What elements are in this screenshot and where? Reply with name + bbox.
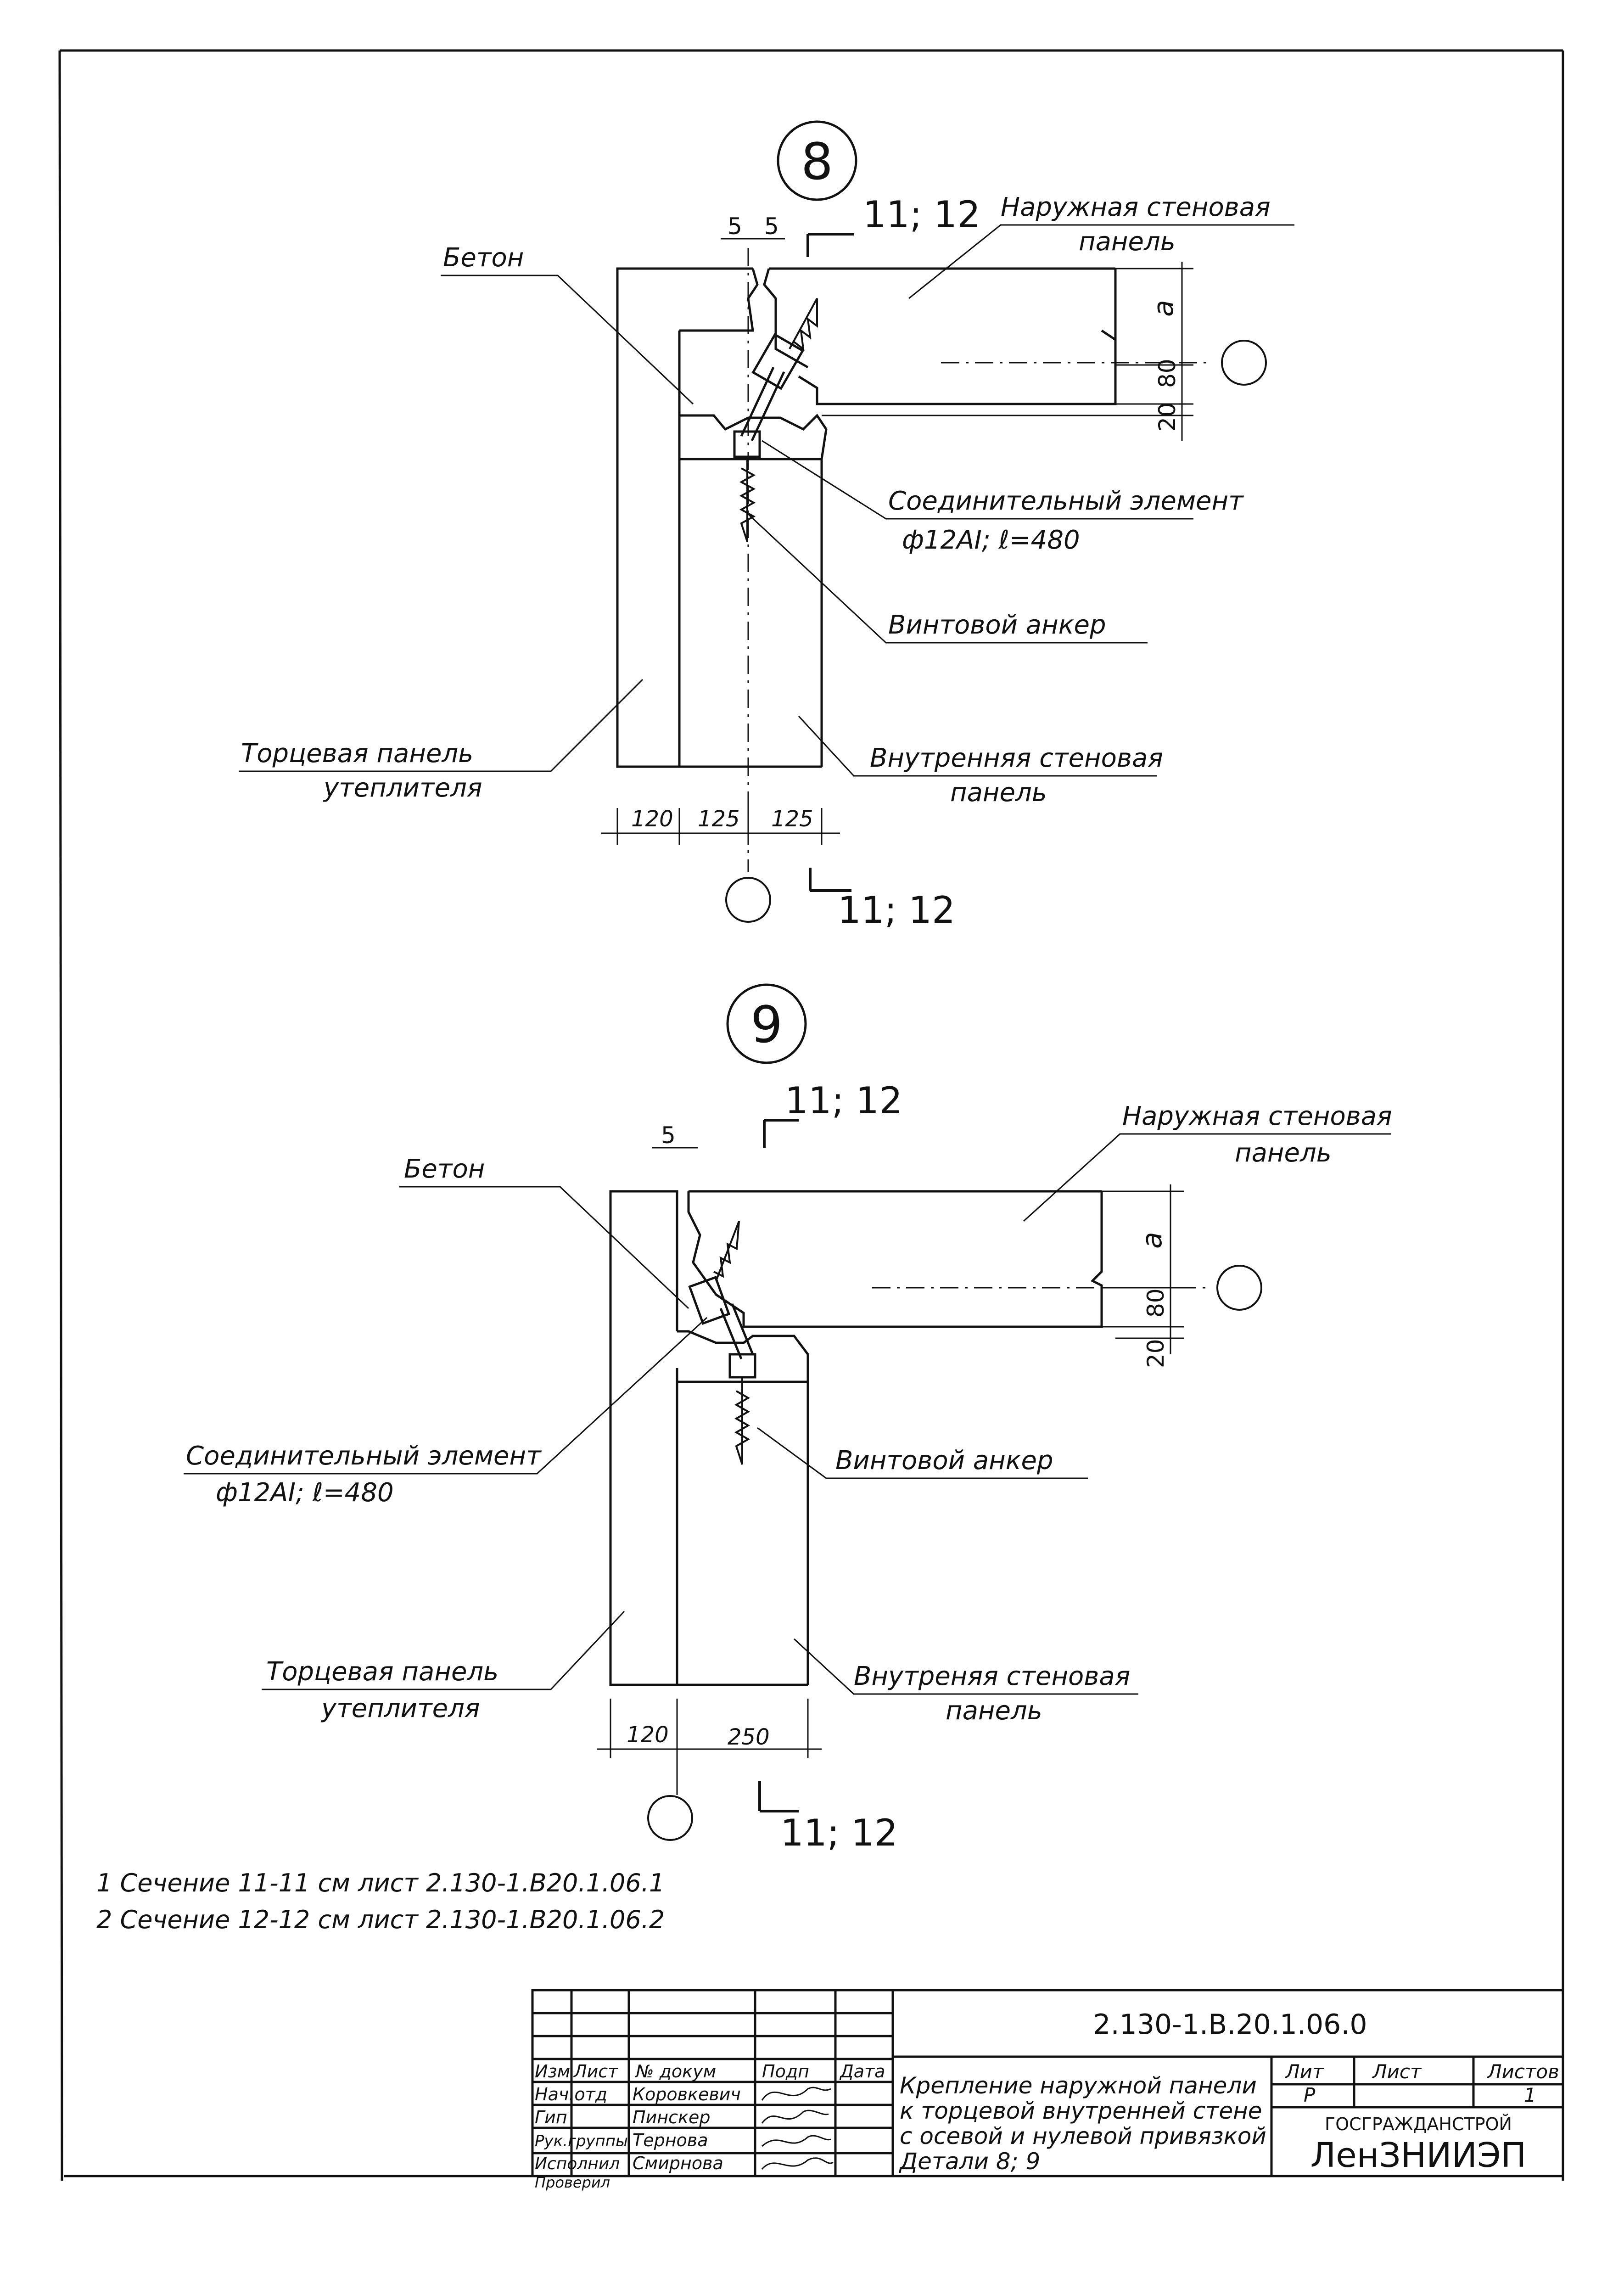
sheet-label: Лист: [1372, 2060, 1422, 2083]
outer-panel-9: [687, 1190, 1103, 1328]
doc-code: 2.130-1.В.20.1.06.0: [1093, 2008, 1367, 2041]
section-label-top: 11; 12: [863, 193, 980, 236]
col-header-sign: Подп: [762, 2061, 809, 2081]
section-mark-bottom: [809, 868, 851, 892]
role-3: Рук.группы: [535, 2132, 628, 2150]
label-concrete-9: Бетон: [404, 1154, 485, 1184]
col-header-date: Дата: [839, 2061, 885, 2081]
label-concrete: Бетон: [443, 243, 524, 273]
section-label-bottom: 11; 12: [838, 889, 955, 931]
label-connector-9-2: ф12АI; ℓ=480: [216, 1478, 394, 1508]
role-5: Проверил: [535, 2174, 610, 2191]
dim-80: 80: [1154, 359, 1181, 388]
role-4: Исполнил: [535, 2154, 620, 2173]
dim-bottom-9: [597, 1699, 822, 1758]
label-inner-panel-9-1: Внутреняя стеновая: [854, 1661, 1130, 1691]
dim-125a: 125: [698, 806, 740, 832]
lit-label: Лит: [1284, 2060, 1324, 2083]
org-1: ГОСГРАЖДАНСТРОЙ: [1325, 2114, 1512, 2134]
col-header-list: Лист: [573, 2061, 619, 2081]
detail-9-marker: [726, 983, 807, 1064]
note-1: 1 Сечение 11-11 см лист 2.130-1.В20.1.06…: [96, 1868, 665, 1897]
screw-anchor-9-angled: [713, 1221, 740, 1281]
detail-8-number: 8: [801, 132, 833, 191]
name-1: Коровкевич: [633, 2084, 741, 2104]
dim-joint-9: 5: [661, 1122, 676, 1149]
detail-9: 9 11; 12 5: [184, 983, 1392, 1854]
dim-80-9: 80: [1142, 1288, 1169, 1318]
label-connector-1: Соединительный элемент: [888, 486, 1244, 516]
dim-120: 120: [631, 806, 673, 832]
detail-9-number: 9: [750, 995, 783, 1054]
section-mark-bottom-9: [758, 1781, 799, 1812]
label-outer-panel-9-1: Наружная стеновая: [1122, 1101, 1392, 1131]
axis-bubble-bottom-9: [647, 1795, 693, 1841]
dim-20: 20: [1154, 402, 1181, 432]
sheets-label: Листов: [1486, 2060, 1559, 2083]
dim-right: [822, 262, 1193, 441]
title-line-4: Детали 8; 9: [899, 2148, 1040, 2175]
label-end-panel-2: утеплителя: [323, 773, 482, 803]
title-line-3: с осевой и нулевой привязкой: [900, 2123, 1266, 2149]
axis-bubble-right-9: [1216, 1265, 1262, 1311]
label-inner-panel-1: Внутренняя стеновая: [870, 743, 1163, 773]
section-mark-top-9: [763, 1119, 799, 1148]
section-mark-top: [806, 233, 854, 257]
dim-a: a: [1148, 300, 1180, 317]
label-connector-9-1: Соединительный элемент: [186, 1441, 542, 1471]
end-panel: [616, 267, 753, 768]
label-anchor: Винтовой анкер: [888, 610, 1106, 640]
end-panel-9: [609, 1190, 678, 1686]
leaders-9: [184, 1133, 1391, 1695]
screw-anchor-angled: [789, 298, 818, 351]
note-2: 2 Сечение 12-12 см лист 2.130-1.В20.1.06…: [96, 1905, 665, 1934]
name-3: Тернова: [633, 2130, 708, 2150]
sheets-value: 1: [1524, 2084, 1536, 2106]
leaders-8: [239, 224, 1294, 777]
label-end-panel-9-2: утеплителя: [320, 1694, 480, 1723]
axis-bubble-right: [1221, 340, 1267, 386]
detail-8-marker: [777, 120, 857, 201]
dim-120-9: 120: [627, 1722, 669, 1748]
title-block: [531, 1989, 1564, 2177]
label-anchor-9: Винтовой анкер: [835, 1446, 1053, 1476]
dim-right-9: [1102, 1184, 1184, 1354]
title-line-1: Крепление наружной панели: [900, 2072, 1257, 2099]
label-outer-panel-2: панель: [1079, 227, 1176, 257]
label-inner-panel-9-2: панель: [946, 1696, 1042, 1726]
outer-panel: [679, 267, 1117, 405]
lit-value: Р: [1304, 2084, 1316, 2106]
dim-bottom: [601, 808, 840, 845]
axis-bubble-bottom: [725, 877, 771, 923]
inner-panel: [679, 414, 828, 768]
dim-250-9: 250: [728, 1724, 770, 1750]
signatures: [761, 2087, 834, 2170]
label-outer-panel-9-2: панель: [1235, 1138, 1332, 1168]
label-inner-panel-2: панель: [950, 778, 1047, 808]
connector-element: [733, 333, 805, 458]
dim-20-9: 20: [1142, 1339, 1169, 1368]
org-2: ЛенЗНИИЭП: [1310, 2136, 1527, 2175]
screw-anchor-9-vertical: [734, 1377, 750, 1465]
role-1: Нач.отд: [535, 2084, 607, 2104]
dim-125b: 125: [771, 806, 813, 832]
col-header-izm: Изм: [535, 2061, 570, 2081]
axis-lines: [747, 248, 1212, 872]
name-4: Смирнова: [633, 2153, 723, 2173]
name-2: Пинскер: [633, 2107, 710, 2127]
dim-joint-left: 5: [728, 213, 742, 240]
section-label-top-9: 11; 12: [785, 1079, 902, 1122]
label-outer-panel-1: Наружная стеновая: [1001, 192, 1271, 222]
label-end-panel-9-1: Торцевая панель: [266, 1657, 498, 1687]
role-2: Гип: [535, 2107, 567, 2127]
label-end-panel-1: Торцевая панель: [241, 739, 473, 769]
title-line-2: к торцевой внутренней стене: [900, 2098, 1262, 2124]
dim-joint-right: 5: [764, 213, 779, 240]
section-label-bottom-9: 11; 12: [780, 1812, 898, 1854]
detail-8: 8 11; 12: [239, 120, 1294, 931]
label-connector-2: ф12АI; ℓ=480: [902, 525, 1080, 555]
dim-a-9: a: [1136, 1232, 1168, 1249]
col-header-doc: № докум: [635, 2061, 716, 2081]
